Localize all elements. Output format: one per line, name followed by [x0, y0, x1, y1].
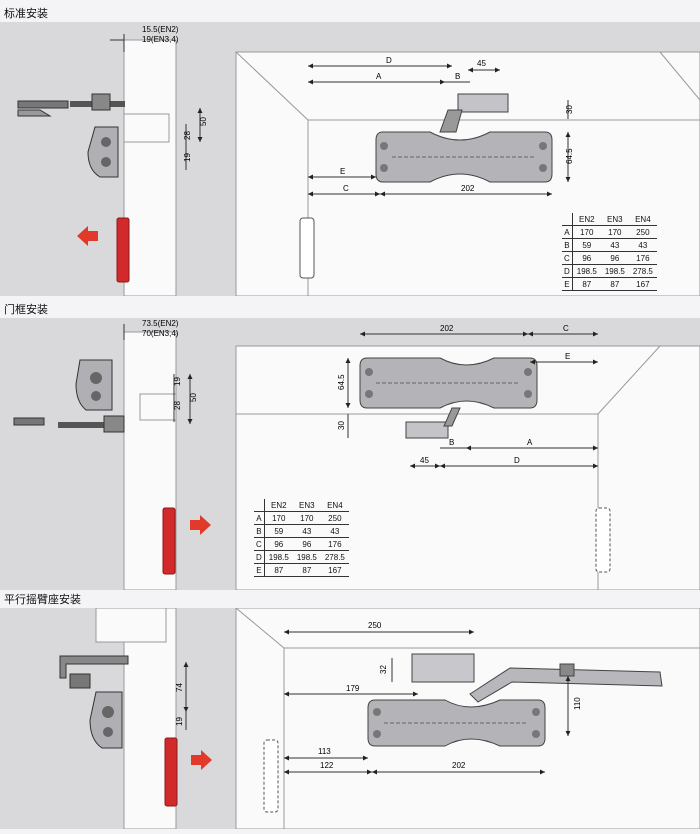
arrow-right-icon — [191, 750, 212, 770]
closer-body — [375, 131, 553, 183]
closer-body — [367, 699, 546, 747]
dim-B: B — [455, 72, 460, 81]
v-dim-19: 19 — [175, 717, 184, 726]
section-title: 标准安装 — [4, 7, 48, 20]
arm-plan — [439, 93, 509, 133]
v-dim-50: 50 — [199, 117, 208, 126]
hinge-icon — [164, 737, 178, 807]
diagram-frame: 73.5(EN2) 70(EN3,4) 19 28 50 202 C E 64.… — [13, 319, 700, 591]
closer-body-side — [87, 126, 119, 178]
arm-plan — [405, 407, 461, 439]
v-dim-28: 28 — [183, 131, 192, 140]
arm-assembly — [59, 655, 129, 689]
arm-assembly — [13, 415, 125, 433]
dim-C: C — [343, 184, 349, 193]
v-dim-50: 50 — [189, 393, 198, 402]
side-dim-1: 73.5(EN2) — [142, 319, 179, 328]
hinge-plan — [299, 217, 315, 279]
dim-45: 45 — [420, 456, 429, 465]
diagram-parallel: 74 19 250 32 179 110 113 122 202 — [59, 607, 700, 830]
hinge-plan — [263, 739, 279, 813]
dim-64-5: 64.5 — [337, 374, 346, 390]
panel-standard: 15.5(EN2) 19(EN3,4) 50 28 19 D A B — [0, 22, 700, 297]
dim-45: 45 — [477, 59, 486, 68]
dim-32: 32 — [379, 665, 388, 674]
dim-250: 250 — [368, 621, 382, 630]
dim-D: D — [386, 56, 392, 65]
dim-64-5: 64.5 — [565, 148, 574, 164]
v-dim-28: 28 — [173, 401, 182, 410]
hinge-icon — [116, 217, 130, 283]
arm-assembly — [17, 93, 125, 117]
dim-A: A — [376, 72, 382, 81]
arrow-right-icon — [190, 515, 211, 535]
parallel-arm-plan — [411, 653, 663, 703]
panel-parallel: 74 19 250 32 179 110 113 122 202 — [0, 607, 700, 830]
panel-frame: 73.5(EN2) 70(EN3,4) 19 28 50 202 C E 64.… — [0, 318, 700, 591]
v-dim-19: 19 — [173, 377, 182, 386]
closer-body — [359, 357, 538, 409]
section-title: 平行摇臂座安装 — [4, 593, 81, 606]
arrow-left-icon — [77, 226, 98, 246]
dim-D: D — [514, 456, 520, 465]
closer-body-side — [75, 359, 113, 411]
dim-202: 202 — [461, 184, 475, 193]
side-dim-2: 19(EN3,4) — [142, 35, 179, 44]
dim-202: 202 — [452, 761, 466, 770]
side-dim-2: 70(EN3,4) — [142, 329, 179, 338]
closer-body-side — [89, 691, 123, 749]
dim-30: 30 — [565, 105, 574, 114]
dim-C: C — [563, 324, 569, 333]
hinge-icon — [162, 507, 176, 575]
dim-E: E — [340, 167, 345, 176]
dim-113: 113 — [318, 747, 331, 756]
dim-110: 110 — [573, 697, 582, 710]
dim-E: E — [565, 352, 570, 361]
dim-B: B — [449, 438, 454, 447]
diagram-standard: 15.5(EN2) 19(EN3,4) 50 28 19 D A B — [17, 25, 700, 297]
dim-A: A — [527, 438, 533, 447]
dim-122: 122 — [320, 761, 334, 770]
dim-179: 179 — [346, 684, 360, 693]
side-dim-1: 15.5(EN2) — [142, 25, 179, 34]
dim-30: 30 — [337, 421, 346, 430]
v-dim-19: 19 — [183, 153, 192, 162]
v-dim-74: 74 — [175, 683, 184, 692]
dim-202: 202 — [440, 324, 454, 333]
hinge-plan — [595, 507, 611, 573]
section-title: 门框安装 — [4, 303, 48, 316]
